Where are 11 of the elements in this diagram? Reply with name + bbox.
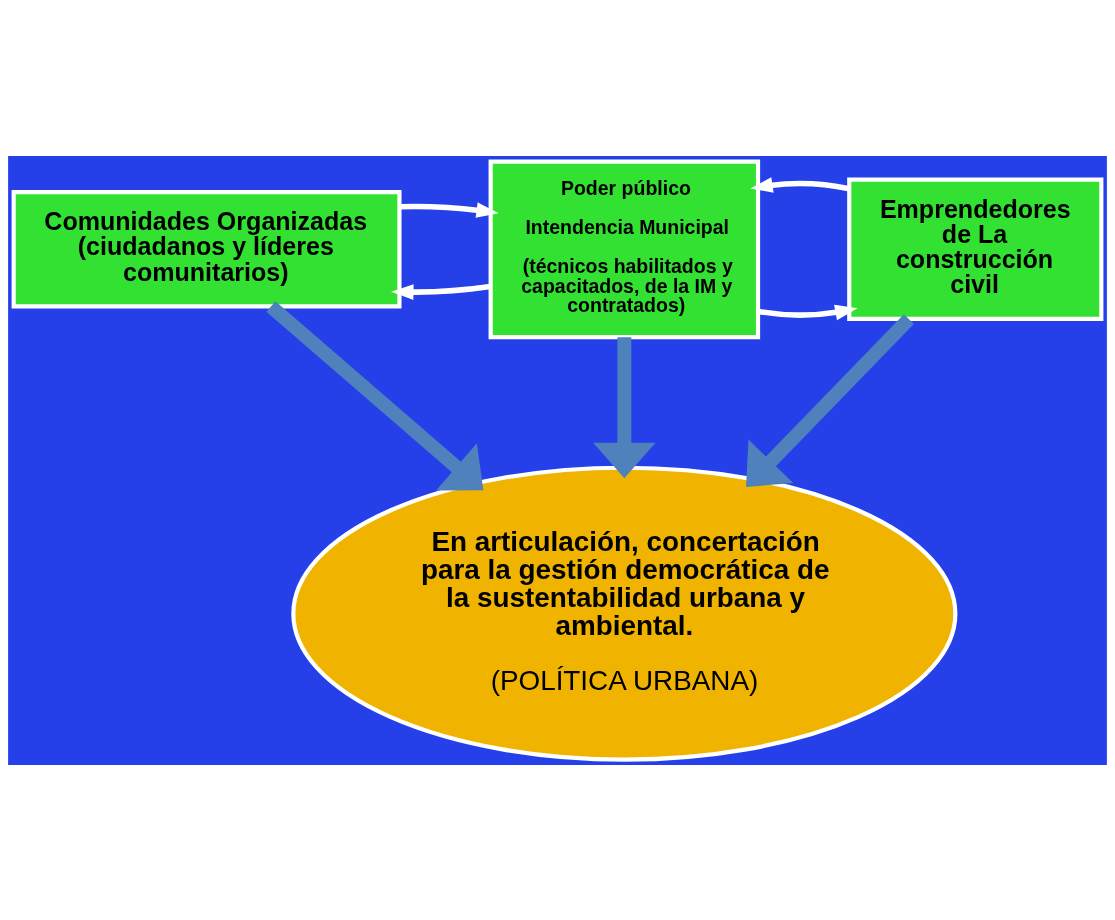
arrow	[391, 283, 491, 300]
arrow	[758, 304, 858, 320]
arrow	[593, 336, 656, 478]
node-ellipse: En articulación, concertación para la gestión democrática de la sustentabilidad urbana y ambiental. (POLÍTICA URBANA)	[291, 465, 958, 762]
node-box: Emprendedores de La construcción civil	[847, 177, 1104, 321]
arrow	[266, 300, 484, 491]
node-box: Comunidades Organizadas (ciudadanos y líderes comunitarios)	[11, 189, 402, 308]
arrow	[750, 176, 850, 193]
arrow	[399, 201, 499, 218]
arrow	[746, 313, 914, 487]
node-box: Poder público Intendencia Municipal (técnicos habilitados y capacitados, de la IM y contratados)	[488, 159, 761, 339]
